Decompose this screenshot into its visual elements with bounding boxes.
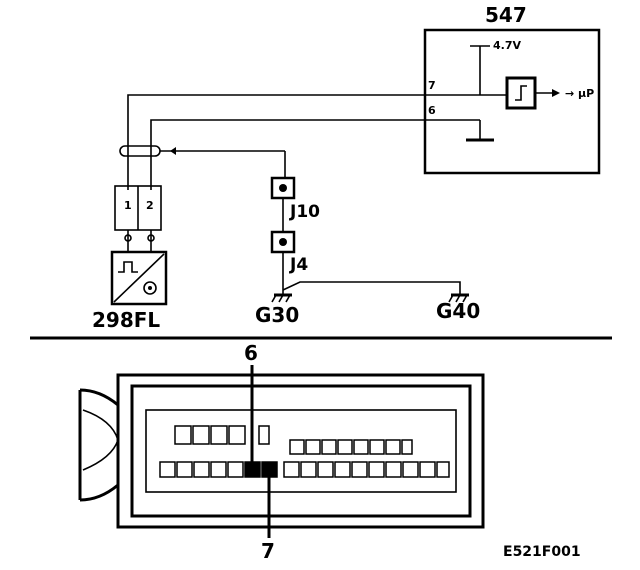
ground-g30-label: G30 (255, 303, 299, 327)
connector-pin (385, 461, 402, 478)
connector-pin (210, 461, 227, 478)
gear-icon (143, 281, 157, 295)
connector-pin (289, 439, 305, 455)
wire-pin7 (127, 94, 425, 190)
connector-pin (305, 439, 321, 455)
junction-j10-dot (279, 184, 287, 192)
connector-top-row (174, 425, 270, 445)
connector-pin (351, 461, 368, 478)
connector-bottom-row (159, 461, 450, 478)
connector-pin (300, 461, 317, 478)
connector-pin (227, 461, 244, 478)
shield-sleeve (119, 145, 161, 157)
lead-terminal-1 (124, 234, 132, 242)
connector-pin (401, 439, 413, 455)
sensor-diagonal (113, 253, 165, 303)
connector-pin (369, 439, 385, 455)
connector-mid-row (289, 439, 413, 455)
connector-pin (317, 461, 334, 478)
connector-pin (337, 439, 353, 455)
shield-arrow-icon (170, 147, 176, 155)
g30-g40-wire (282, 281, 461, 295)
ground-g40-hatch-2 (455, 294, 461, 303)
ground-g40-hatch-1 (448, 294, 454, 303)
connector-pin (159, 461, 176, 478)
pin6-label: 6 (428, 104, 436, 117)
ground-g30-hatch-2 (278, 294, 284, 303)
connector-latch-inner (82, 409, 119, 471)
connector-pin (436, 461, 450, 478)
connector-pin2-label: 2 (146, 199, 154, 212)
connector-housing-inner (130, 384, 472, 518)
callout-6-label: 6 (244, 341, 258, 365)
connector-pin1-label: 1 (124, 199, 132, 212)
output-arrow-icon (552, 89, 560, 97)
schmitt-symbol (515, 85, 527, 101)
junction-j4-label: J4 (289, 255, 308, 275)
connector-pin (321, 439, 337, 455)
output-label: → µP (565, 87, 594, 100)
sensor-298fl (110, 250, 168, 306)
ground-g40-hatch-3 (462, 294, 468, 303)
connector-pin (402, 461, 419, 478)
wire-pin6 (150, 119, 425, 190)
connector-pin (353, 439, 369, 455)
connector-pin (385, 439, 401, 455)
figure-id: E521F001 (503, 544, 581, 560)
junction-j10-label: J10 (289, 202, 320, 222)
sensor-label: 298FL (92, 308, 160, 332)
connector-pin (193, 461, 210, 478)
connector-pin (258, 425, 270, 445)
ground-g30-hatch-1 (271, 294, 277, 303)
connector-pin (334, 461, 351, 478)
junction-j4-dot (279, 238, 287, 246)
pin7-label: 7 (428, 79, 436, 92)
ground-g40-label: G40 (436, 299, 480, 323)
pulse-icon (118, 261, 138, 273)
connector-housing-outer (116, 373, 485, 529)
ecu-label: 547 (485, 3, 527, 27)
callout-7-label: 7 (261, 539, 275, 563)
gear-hub-icon (148, 286, 152, 290)
connector-pin (192, 425, 210, 445)
voltage-label: 4.7V (493, 39, 521, 52)
connector-pin-6 (244, 461, 261, 478)
connector-pin (228, 425, 246, 445)
ecu-box (423, 28, 601, 175)
connector-pin (283, 461, 300, 478)
connector-pin (368, 461, 385, 478)
connector-pin (176, 461, 193, 478)
lead-terminal-2 (147, 234, 155, 242)
connector-pin-field (145, 409, 457, 493)
connector-latch (78, 388, 119, 502)
connector-pin (419, 461, 436, 478)
ground-g30-hatch-3 (285, 294, 291, 303)
connector-pin (210, 425, 228, 445)
connector-pin (174, 425, 192, 445)
